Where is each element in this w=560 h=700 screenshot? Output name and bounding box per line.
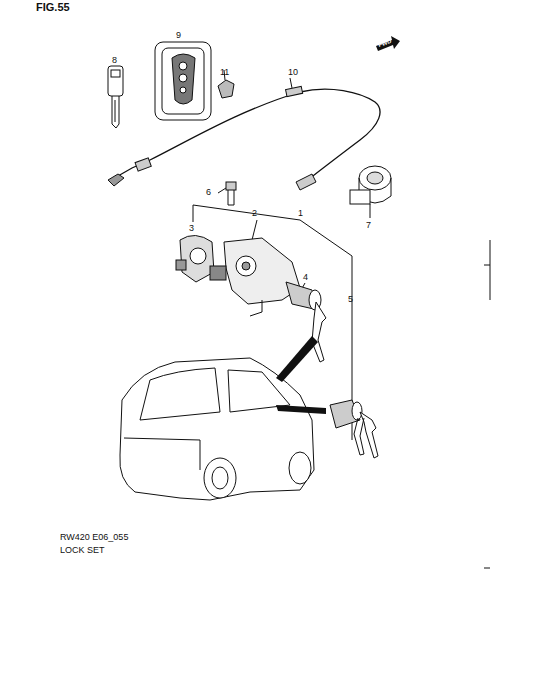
- callout-number: 4: [303, 272, 308, 282]
- callout-number: 11: [220, 67, 229, 77]
- callout-number: 2: [252, 208, 257, 218]
- callout-number: 9: [176, 30, 181, 40]
- callout-number: 7: [366, 220, 371, 230]
- drawing-code: RW420 E06_055: [60, 532, 128, 542]
- figure-number: FIG.55: [36, 2, 70, 12]
- callout-number: 5: [348, 294, 353, 304]
- callout-number: 8: [112, 55, 117, 65]
- callout-number: 1: [298, 208, 303, 218]
- direction-mark: FWD: [377, 36, 393, 50]
- callout-number: 3: [189, 223, 194, 233]
- caption-text: LOCK SET: [60, 545, 105, 555]
- callout-number: 10: [288, 67, 298, 77]
- callout-number: 6: [206, 187, 211, 197]
